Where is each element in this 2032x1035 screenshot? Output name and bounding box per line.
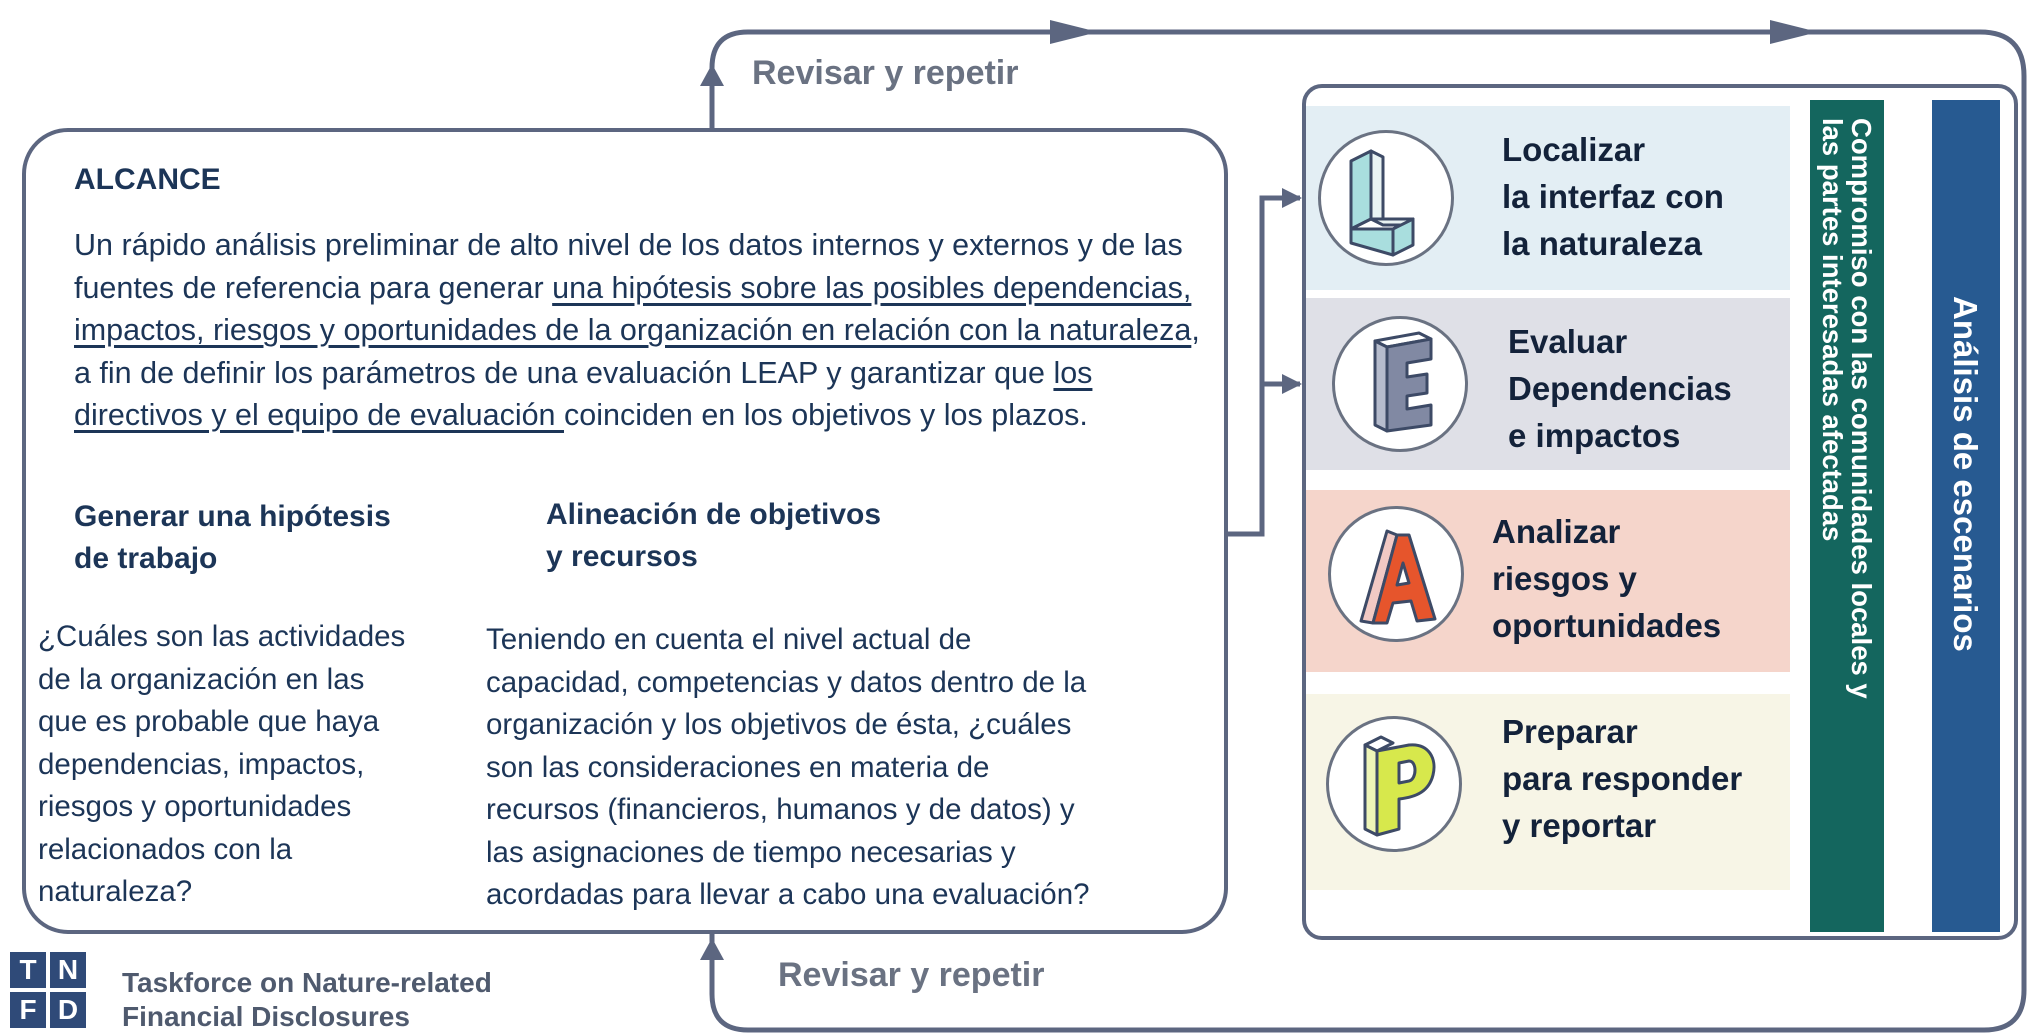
- directors-underline: los directivos y el equipo de evaluación: [74, 355, 1093, 433]
- letter-a-icon: [1359, 529, 1437, 625]
- logo-letter-d: D: [50, 992, 86, 1028]
- scenario-text: Análisis de escenarios: [1947, 296, 1984, 652]
- tnfd-name: Taskforce on Nature-related Financial Di…: [122, 967, 492, 1032]
- review-repeat-label-bottom: Revisar y repetir: [778, 956, 1045, 994]
- arrow-up-bottom: [700, 938, 724, 960]
- letter-p-icon: [1363, 735, 1436, 837]
- scope-box: [22, 128, 1228, 934]
- arrow-right-top-2: [1770, 20, 1818, 44]
- logo-letter-t: T: [10, 952, 46, 988]
- hypothesis-question: ¿Cuáles son las actividades de la organi…: [38, 620, 406, 908]
- hypothesis-heading: Generar una hipótesis de trabajo: [74, 500, 391, 575]
- arrow-right-l: [1282, 188, 1302, 208]
- letter-l-icon: [1349, 149, 1415, 257]
- locate-circle: [1318, 130, 1454, 266]
- arrow-up-top: [700, 64, 724, 86]
- alignment-heading: Alineación de objetivos y recursos: [546, 498, 882, 573]
- prepare-label: Preparar para responder y reportar: [1502, 713, 1743, 844]
- analyze-label: Analizar riesgos y oportunidades: [1492, 513, 1722, 644]
- evaluate-label: Evaluar Dependencias e impactos: [1508, 323, 1732, 454]
- logo-letter-n: N: [50, 952, 86, 988]
- scenario-bar: [1932, 100, 2000, 932]
- scope-title: ALCANCE: [74, 163, 221, 196]
- logo-letter-f: F: [10, 992, 46, 1028]
- locate-label: Localizar la interfaz con la naturaleza: [1502, 131, 1724, 262]
- analyze-circle: [1328, 506, 1464, 642]
- engagement-text: Compromiso con las comunidades locales y…: [1817, 118, 1877, 699]
- arrow-right-top-1: [1050, 20, 1098, 44]
- arrow-right-e: [1282, 374, 1302, 394]
- alignment-question: Teniendo en cuenta el nivel actual de ca…: [486, 623, 1090, 911]
- hypothesis-underline: una hipótesis sobre las posibles depende…: [74, 270, 1192, 348]
- scope-description: Un rápido análisis preliminar de alto ni…: [74, 228, 1200, 433]
- review-repeat-label-top: Revisar y repetir: [752, 54, 1019, 92]
- evaluate-circle: [1332, 316, 1468, 452]
- prepare-circle: [1326, 716, 1462, 852]
- engagement-bar: [1810, 100, 1884, 932]
- letter-e-icon: [1373, 331, 1433, 433]
